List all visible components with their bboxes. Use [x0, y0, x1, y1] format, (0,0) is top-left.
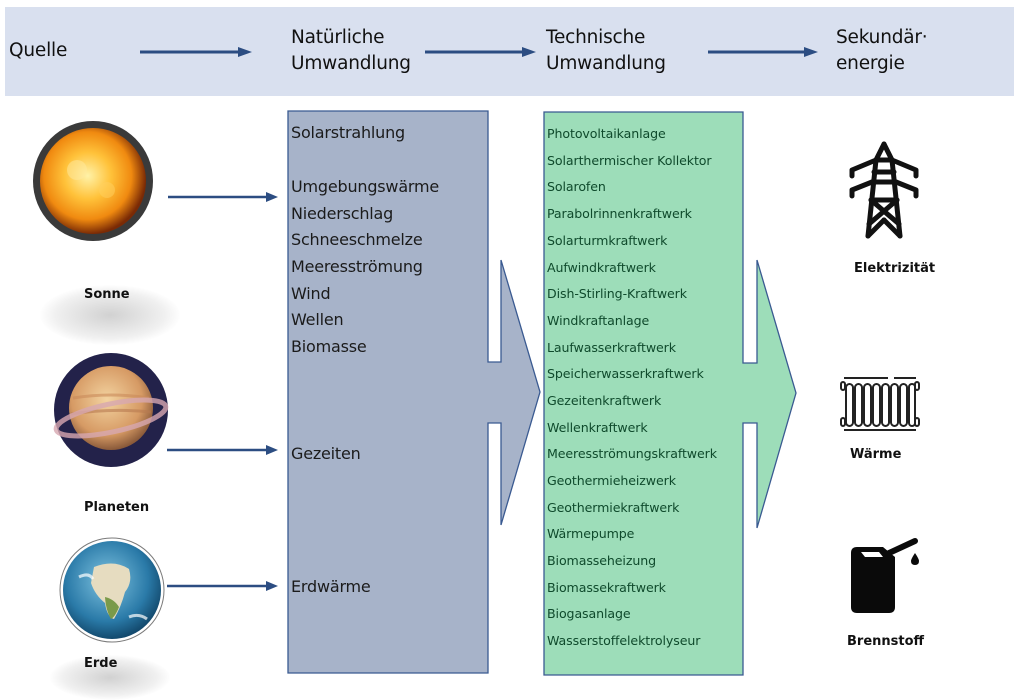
- technical-item: Dish-Stirling-Kraftwerk: [547, 286, 687, 301]
- output-label-fuel: Brennstoff: [847, 634, 925, 649]
- planet-arrow: [167, 445, 278, 455]
- technical-item: Parabolrinnenkraftwerk: [547, 206, 692, 221]
- technical-item: Solarthermischer Kollektor: [547, 153, 712, 168]
- technical-item: Solarofen: [547, 179, 606, 194]
- stage-secondary-energy-label: Sekundär· energie: [836, 27, 928, 74]
- technical-item: Wärmepumpe: [547, 526, 635, 541]
- header-arrow-3: [708, 47, 818, 57]
- technical-item: Biomasseheizung: [547, 553, 656, 568]
- stage-technical-conversion-label: Technische Umwandlung: [546, 27, 666, 74]
- technical-item: Laufwasserkraftwerk: [547, 340, 676, 355]
- technical-item: Aufwindkraftwerk: [547, 260, 656, 275]
- source-label-planets: Planeten: [84, 500, 150, 515]
- natural-conversion-block: [287, 110, 541, 674]
- natural-item: Schneeschmelze: [291, 230, 423, 249]
- output-label-heat: Wärme: [850, 447, 902, 462]
- earth-shadow: [50, 655, 170, 700]
- technical-item: Geothermiekraftwerk: [547, 500, 680, 515]
- fuel-canister-icon: [851, 538, 919, 613]
- sun-arrow: [168, 192, 278, 202]
- stage-source-label: Quelle: [9, 40, 68, 61]
- radiator-icon: [840, 377, 920, 431]
- technical-item: Meeresströmungskraftwerk: [547, 446, 717, 461]
- natural-item: Biomasse: [291, 337, 367, 356]
- natural-item: Niederschlag: [291, 204, 394, 223]
- planet-icon: [53, 353, 169, 467]
- natural-item: Umgebungswärme: [291, 177, 440, 196]
- natural-item: Wind: [291, 284, 331, 303]
- natural-item: Wellen: [291, 310, 344, 329]
- natural-item: Gezeiten: [291, 444, 361, 463]
- technical-conversion-block: [543, 111, 797, 676]
- earth-icon: [59, 537, 165, 643]
- sun-icon: [33, 121, 153, 241]
- technical-item: Biogasanlage: [547, 606, 631, 621]
- technical-item: Geothermieheizwerk: [547, 473, 676, 488]
- natural-item: Solarstrahlung: [291, 123, 405, 142]
- technical-item: Solarturmkraftwerk: [547, 233, 668, 248]
- stage-natural-conversion-label: Natürliche Umwandlung: [291, 27, 411, 74]
- technical-item: Speicherwasserkraftwerk: [547, 366, 704, 381]
- power-pylon-icon: [849, 141, 919, 239]
- technical-item: Photovoltaikanlage: [547, 126, 666, 141]
- output-label-electricity: Elektrizität: [854, 261, 936, 276]
- technical-item: Windkraftanlage: [547, 313, 650, 328]
- earth-arrow: [167, 581, 278, 591]
- sun-shadow: [40, 285, 180, 345]
- header-arrow-1: [140, 47, 252, 57]
- natural-item: Erdwärme: [291, 577, 371, 596]
- technical-item: Wasserstoffelektrolyseur: [547, 633, 701, 648]
- source-label-sun: Sonne: [84, 287, 130, 302]
- header-arrow-2: [425, 47, 536, 57]
- natural-item: Meeresströmung: [291, 257, 423, 276]
- technical-item: Gezeitenkraftwerk: [547, 393, 662, 408]
- source-label-earth: Erde: [84, 656, 118, 671]
- technical-item: Wellenkraftwerk: [547, 420, 648, 435]
- technical-item: Biomassekraftwerk: [547, 580, 666, 595]
